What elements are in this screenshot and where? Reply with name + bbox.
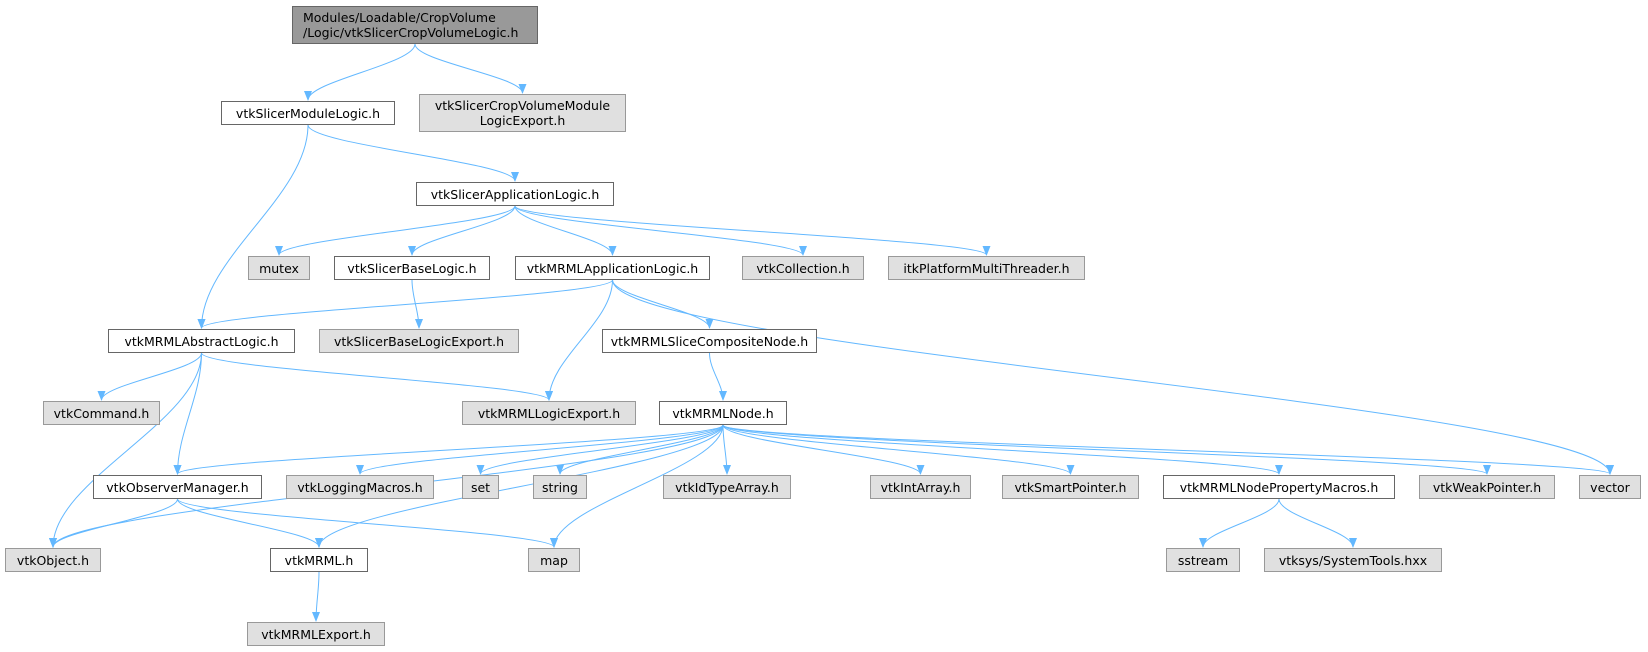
node-sliceComposite[interactable]: vtkMRMLSliceCompositeNode.h — [602, 329, 817, 353]
node-mrmlNode[interactable]: vtkMRMLNode.h — [659, 401, 787, 425]
edge-observer-to-map — [177, 498, 558, 548]
node-command[interactable]: vtkCommand.h — [43, 401, 160, 425]
edge-mrmlNode-to-logging — [356, 424, 724, 475]
edge-mrmlNode-to-observer — [173, 424, 724, 475]
edge-observer-to-object — [49, 498, 178, 548]
node-abstractLogic[interactable]: vtkMRMLAbstractLogic.h — [108, 329, 295, 353]
edge-sliceComposite-to-mrmlNode — [709, 352, 727, 401]
edge-mrmlNode-to-string — [556, 424, 724, 475]
node-sstream[interactable]: sstream — [1166, 548, 1240, 572]
edge-mrmlNode-to-smartPtr — [722, 424, 1075, 475]
node-map[interactable]: map — [528, 548, 580, 572]
edge-mrmlNode-to-mrml — [315, 424, 724, 548]
node-moduleLogic[interactable]: vtkSlicerModuleLogic.h — [221, 101, 395, 125]
node-mrml[interactable]: vtkMRML.h — [270, 548, 368, 572]
edge-mrmlNode-to-weakPtr — [722, 424, 1491, 475]
node-observer[interactable]: vtkObserverManager.h — [93, 475, 262, 499]
edge-mrmlNode-to-propMacros — [722, 424, 1283, 475]
edge-abstractLogic-to-observer — [173, 352, 202, 475]
node-object[interactable]: vtkObject.h — [5, 548, 101, 572]
node-vector[interactable]: vector — [1579, 475, 1641, 499]
edge-mrmlNode-to-vector — [722, 424, 1614, 475]
edge-appLogic-to-itkThreader — [514, 205, 991, 256]
node-root[interactable]: Modules/Loadable/CropVolume /Logic/vtkSl… — [292, 6, 538, 44]
edge-moduleLogic-to-abstractLogic — [197, 124, 309, 329]
node-systemTools[interactable]: vtksys/SystemTools.hxx — [1264, 548, 1442, 572]
edge-baseLogic-to-baseLogicExport — [411, 279, 423, 329]
edge-appLogic-to-mutex — [275, 205, 516, 256]
edge-root-to-moduleLogic — [304, 43, 416, 101]
node-baseLogic[interactable]: vtkSlicerBaseLogic.h — [334, 256, 490, 280]
edge-appLogic-to-baseLogic — [408, 205, 516, 256]
edge-abstractLogic-to-object — [49, 352, 202, 548]
node-logging[interactable]: vtkLoggingMacros.h — [286, 475, 434, 499]
node-appLogic[interactable]: vtkSlicerApplicationLogic.h — [416, 182, 614, 206]
node-set[interactable]: set — [462, 475, 499, 499]
edge-propMacros-to-systemTools — [1278, 498, 1357, 548]
edge-mrmlAppLogic-to-sliceComposite — [612, 279, 714, 329]
node-mrmlExport[interactable]: vtkMRMLExport.h — [247, 622, 385, 646]
edge-mrmlNode-to-intArray — [722, 424, 925, 475]
edge-mrmlNode-to-map — [550, 424, 724, 548]
node-cropExport[interactable]: vtkSlicerCropVolumeModule LogicExport.h — [419, 94, 626, 132]
node-mrmlAppLogic[interactable]: vtkMRMLApplicationLogic.h — [515, 256, 710, 280]
node-string[interactable]: string — [533, 475, 587, 499]
edge-abstractLogic-to-logicExport — [201, 352, 553, 401]
node-mutex[interactable]: mutex — [248, 256, 310, 280]
node-smartPtr[interactable]: vtkSmartPointer.h — [1002, 475, 1139, 499]
edge-abstractLogic-to-command — [97, 352, 202, 401]
edge-moduleLogic-to-appLogic — [307, 124, 519, 182]
edge-root-to-cropExport — [414, 43, 527, 94]
edge-mrmlNode-to-set — [476, 424, 724, 475]
edge-observer-to-mrml — [177, 498, 323, 548]
edge-mrmlAppLogic-to-vector — [612, 279, 1614, 475]
node-collection[interactable]: vtkCollection.h — [742, 256, 864, 280]
node-idType[interactable]: vtkIdTypeArray.h — [663, 475, 791, 499]
node-propMacros[interactable]: vtkMRMLNodePropertyMacros.h — [1163, 475, 1395, 499]
edge-mrmlAppLogic-to-abstractLogic — [197, 279, 613, 329]
edge-appLogic-to-mrmlAppLogic — [514, 205, 617, 256]
node-baseLogicExport[interactable]: vtkSlicerBaseLogicExport.h — [319, 329, 519, 353]
edge-mrml-to-mrmlExport — [312, 571, 321, 622]
edge-mrmlAppLogic-to-logicExport — [545, 279, 613, 401]
node-itkThreader[interactable]: itkPlatformMultiThreader.h — [888, 256, 1085, 280]
node-logicExport[interactable]: vtkMRMLLogicExport.h — [462, 401, 636, 425]
edge-appLogic-to-collection — [514, 205, 807, 256]
edge-mrmlNode-to-idType — [722, 424, 731, 475]
node-weakPtr[interactable]: vtkWeakPointer.h — [1419, 475, 1555, 499]
node-intArray[interactable]: vtkIntArray.h — [870, 475, 971, 499]
edge-propMacros-to-sstream — [1199, 498, 1280, 548]
